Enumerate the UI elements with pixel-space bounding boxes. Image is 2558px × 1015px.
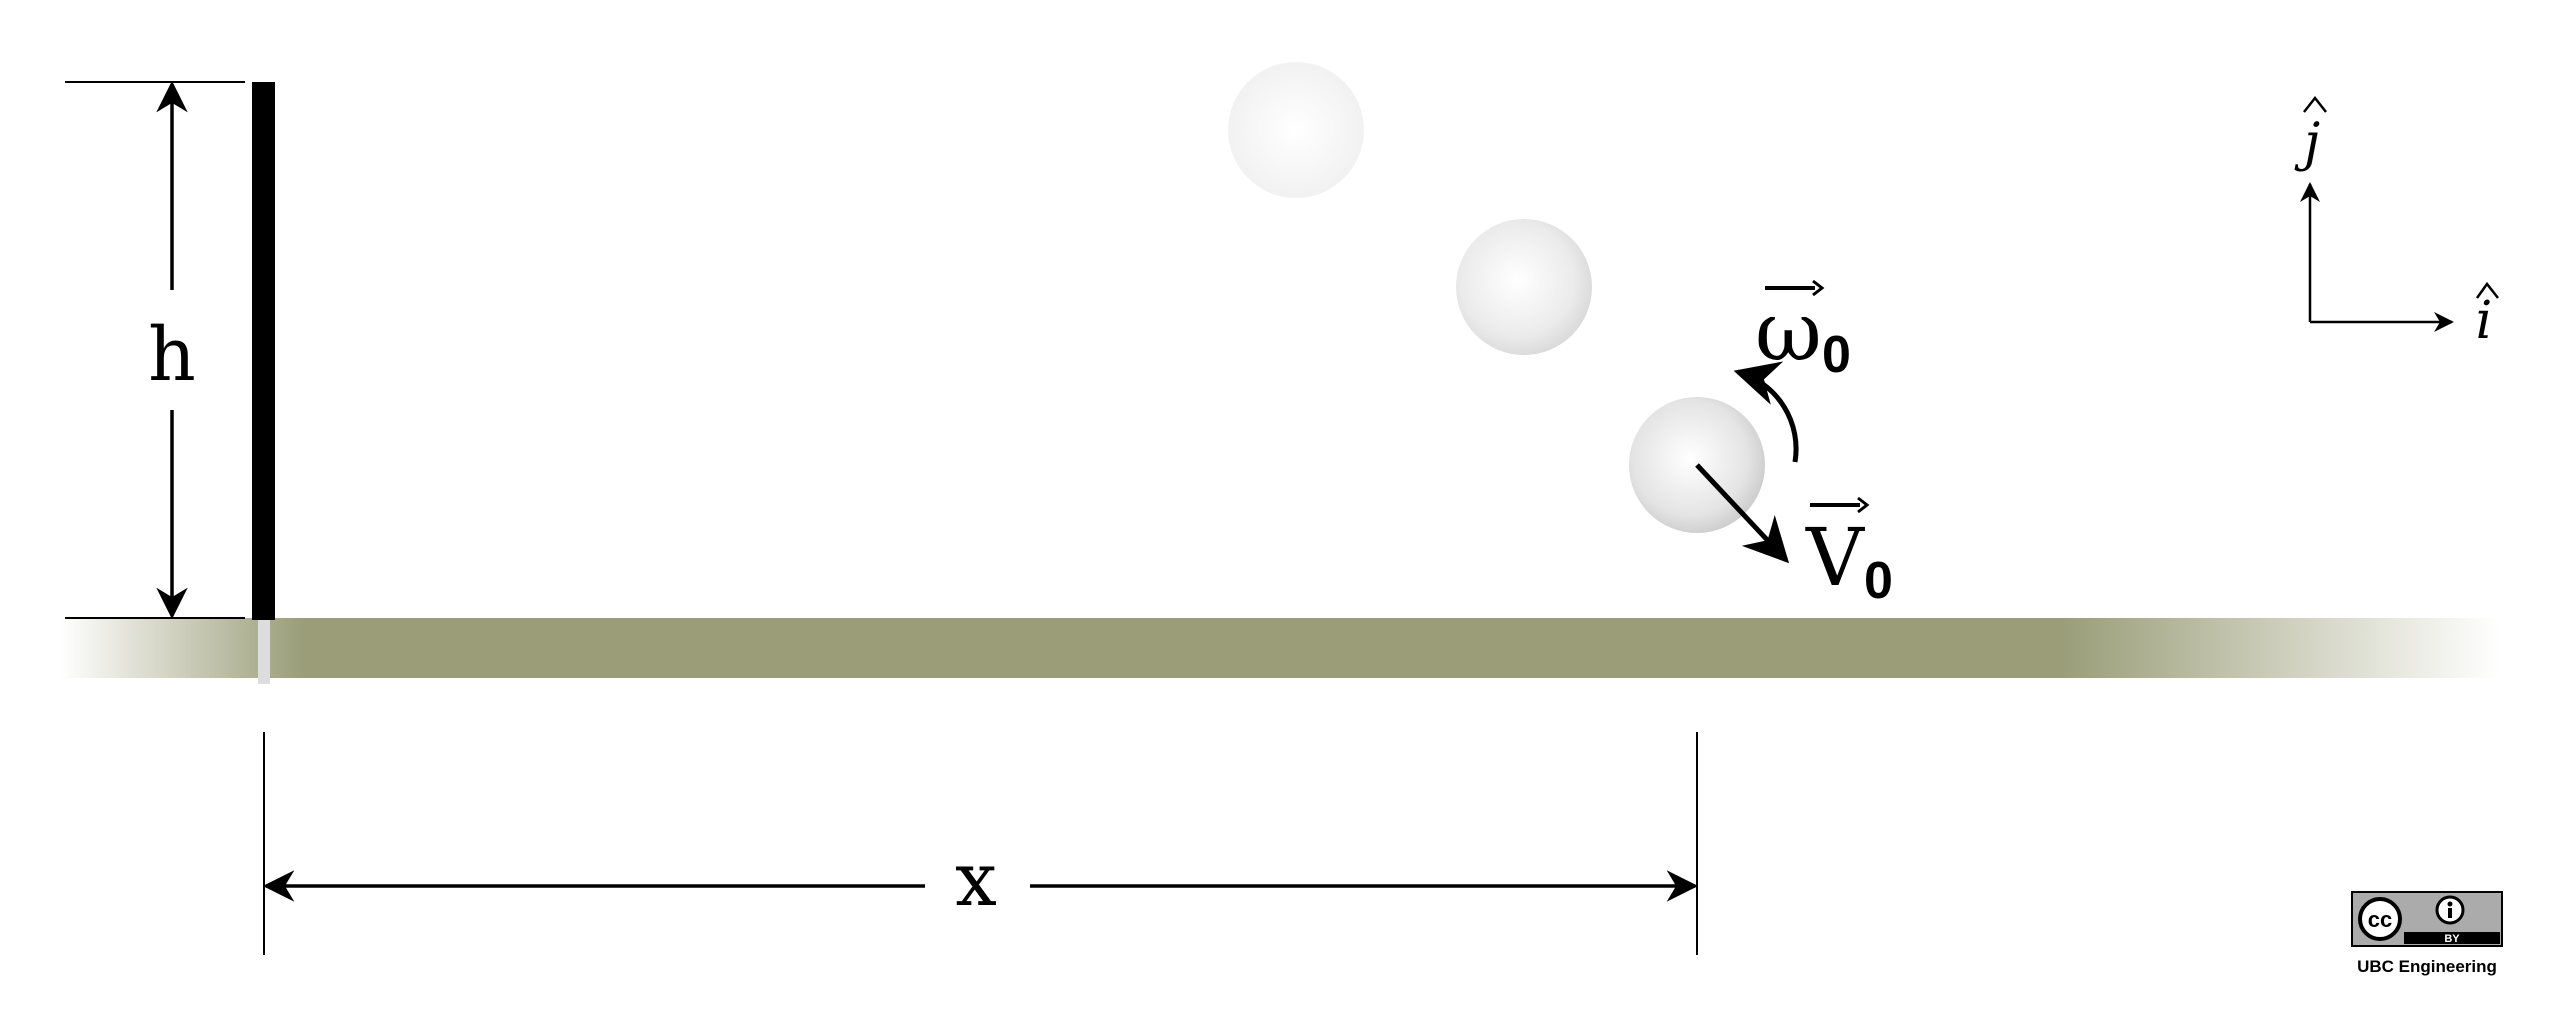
wall	[252, 82, 275, 620]
axis-i-label: i	[2476, 291, 2493, 351]
velocity-symbol: V	[1805, 511, 1865, 604]
by-text: BY	[2444, 933, 2460, 945]
ball-ghost-1	[1228, 62, 1364, 198]
coordinate-axes: j i	[2294, 95, 2499, 351]
angular-velocity-arrow	[1733, 361, 1799, 463]
ground-strip	[60, 618, 2500, 678]
velocity-subscript: 0	[1864, 552, 1893, 610]
axis-i-hat	[2475, 281, 2499, 299]
svg-text:cc: cc	[2368, 907, 2392, 932]
axis-j-label: j	[2294, 113, 2320, 173]
velocity-label: V 0	[1805, 496, 1893, 610]
height-dimension: h	[65, 80, 245, 620]
cc-icon	[2358, 897, 2402, 941]
distance-dimension: x	[262, 732, 1699, 955]
omega-symbol: ω	[1755, 285, 1822, 380]
distance-label: x	[955, 837, 997, 923]
omega-label: ω 0	[1755, 279, 1851, 384]
axis-j-hat	[2303, 95, 2327, 113]
height-label: h	[148, 312, 196, 398]
credit-text: UBC Engineering	[2357, 957, 2497, 976]
ball-ghost-2	[1456, 219, 1592, 355]
velocity-arrow	[1695, 463, 1790, 564]
cc-by-badge: cc BY	[2351, 891, 2503, 947]
wall-base	[258, 620, 270, 684]
omega-subscript: 0	[1822, 326, 1851, 384]
